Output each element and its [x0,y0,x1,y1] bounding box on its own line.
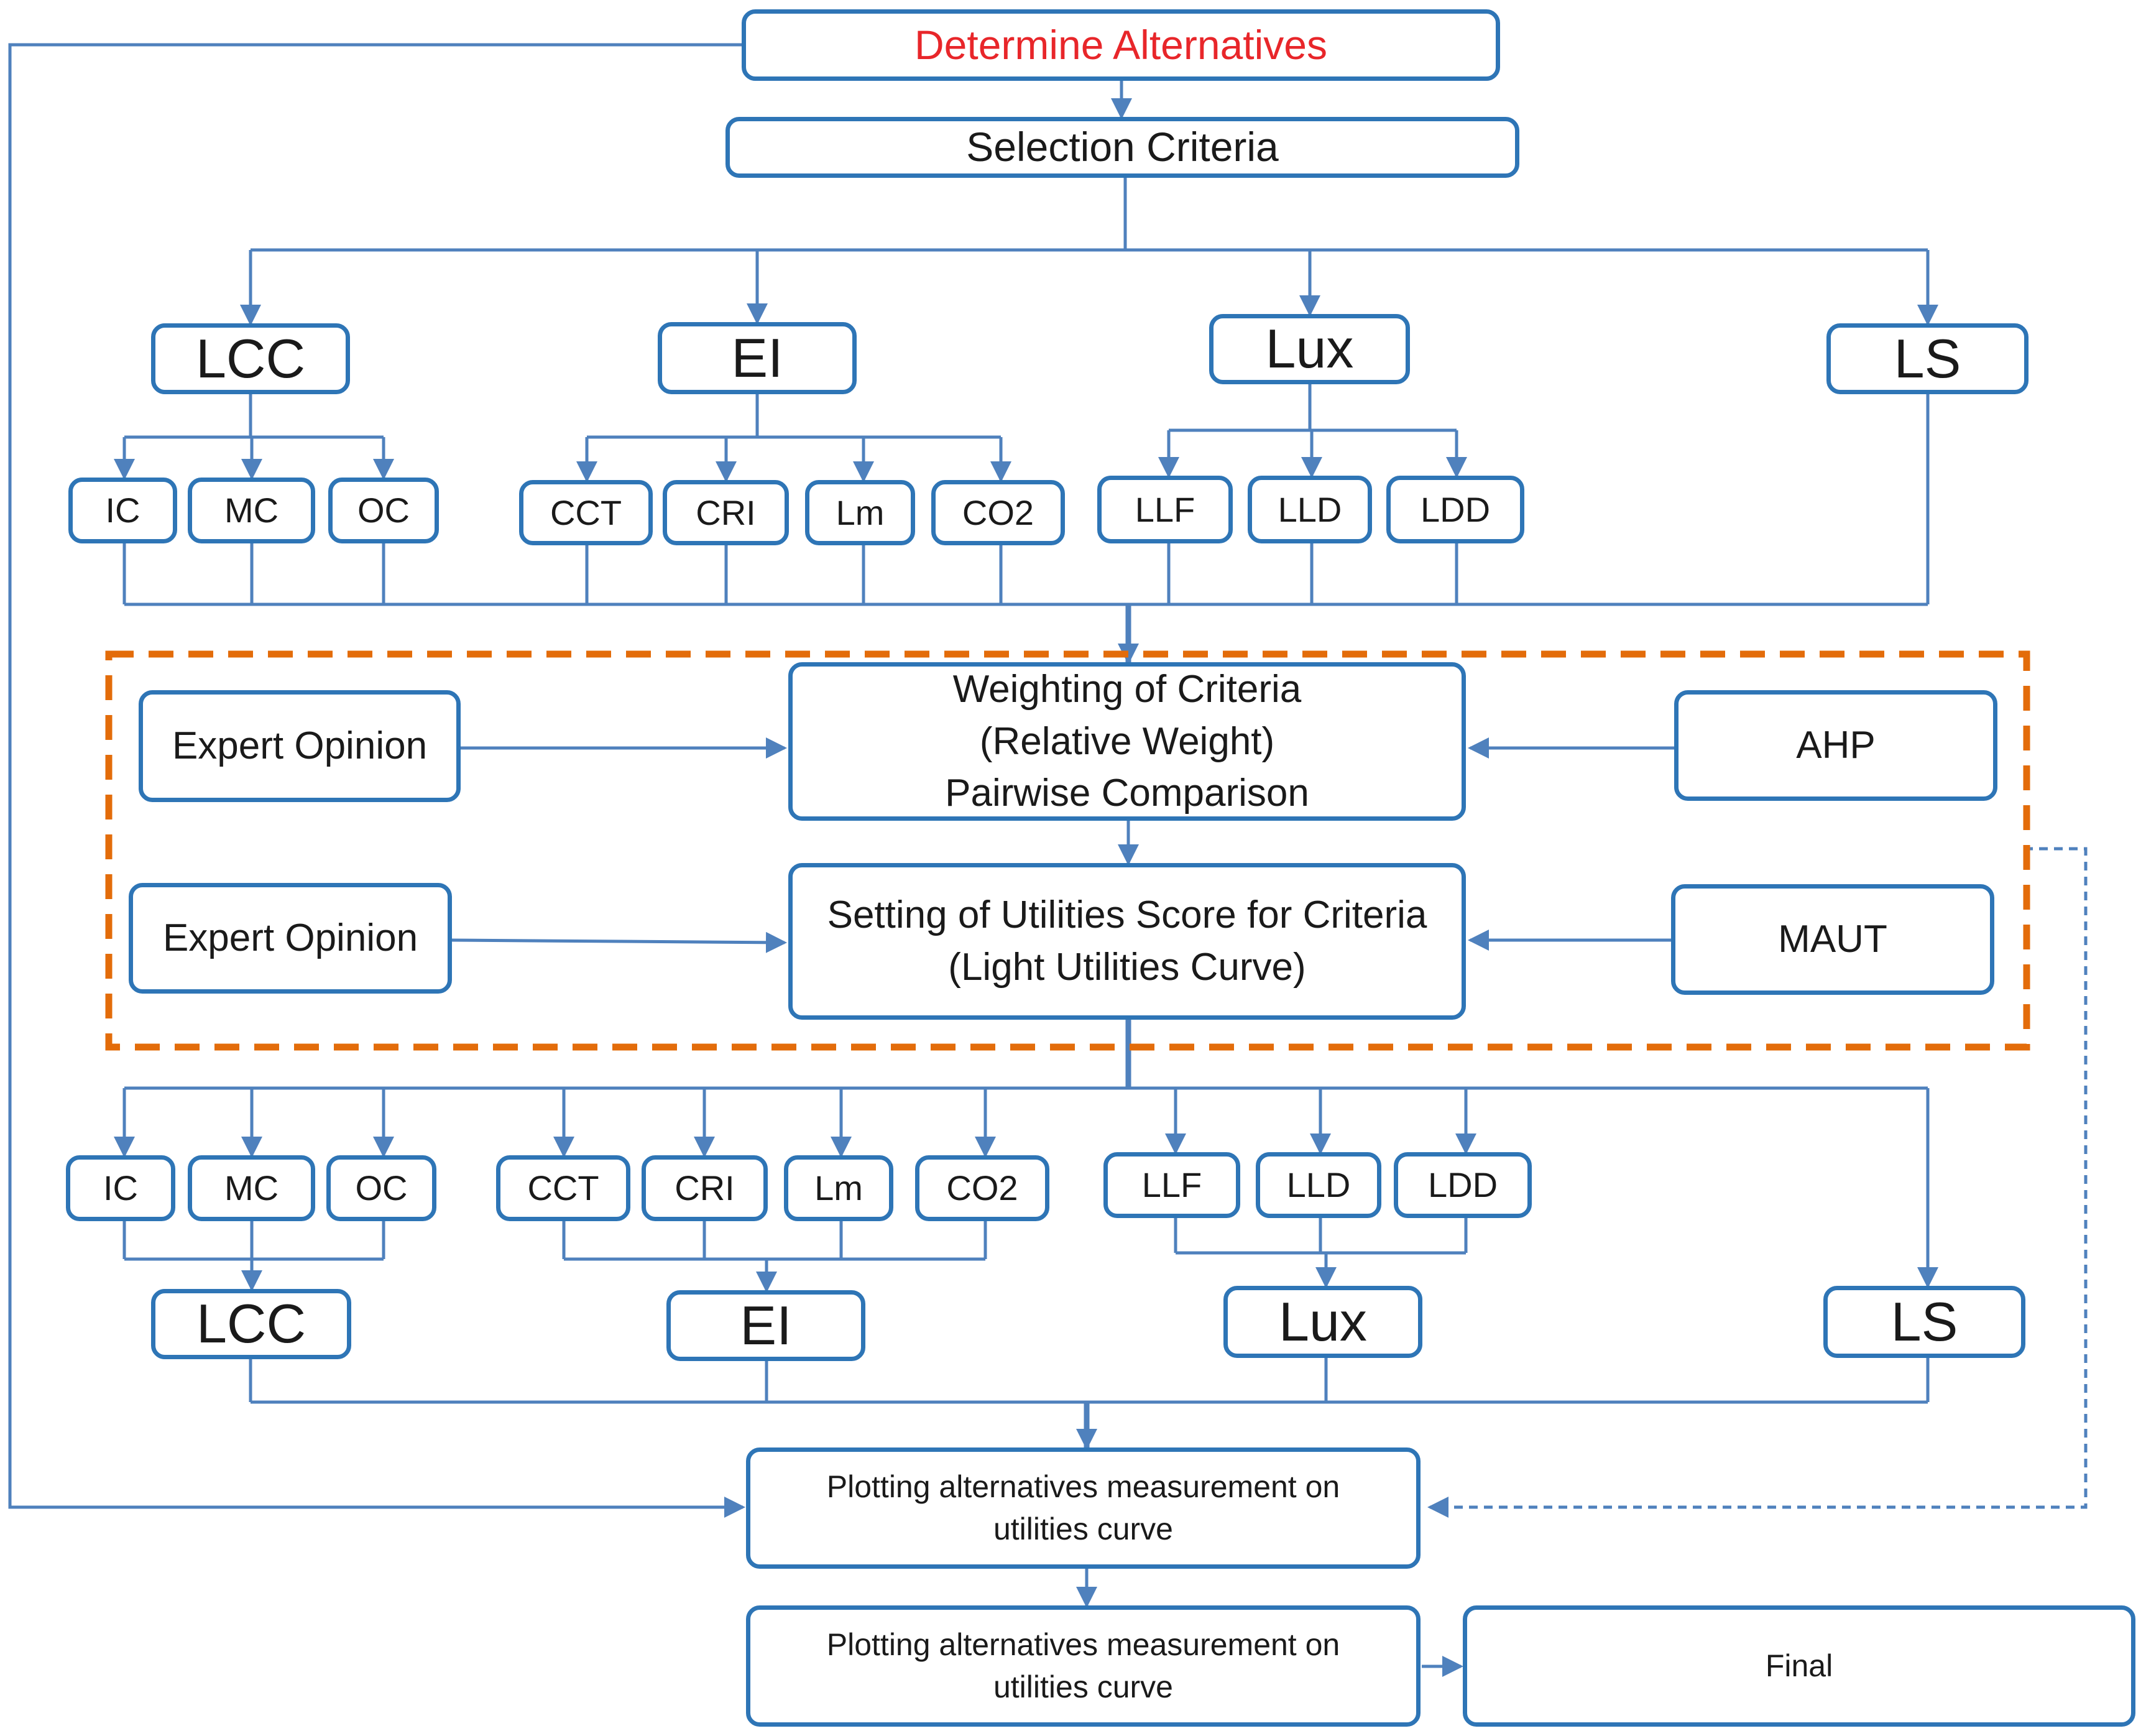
expert-opinion-label-2: Expert Opinion [162,916,418,960]
ldd-box-bottom: LDD [1394,1152,1532,1218]
lcc-box-bottom: LCC [151,1289,351,1359]
ls-label-top: LS [1894,327,1961,389]
co2-box-top: CO2 [931,480,1065,545]
co2-box-bottom: CO2 [915,1155,1049,1221]
lux-label-bottom: Lux [1279,1290,1367,1352]
weighting-of-criteria-label: Weighting of Criteria (Relative Weight) … [945,667,1309,815]
lld-label-top: LLD [1278,489,1342,529]
mc-label-top: MC [224,491,279,530]
lld-label-bottom: LLD [1286,1165,1351,1205]
ldd-box-top: LDD [1386,476,1524,543]
ldd-label-bottom: LDD [1427,1165,1498,1205]
co2-label-bottom: CO2 [946,1168,1018,1208]
lm-box-top: Lm [805,480,915,545]
ic-label-top: IC [105,491,140,530]
ahp-box: AHP [1674,690,1997,801]
lux-box-top: Lux [1209,314,1410,384]
determine-alternatives-box: Determine Alternatives [742,9,1500,81]
ic-box-top: IC [68,478,177,543]
final-label: Final [1765,1648,1833,1683]
lux-box-bottom: Lux [1223,1286,1422,1358]
lcc-label-top: LCC [195,327,306,389]
maut-label: MAUT [1778,918,1887,961]
ls-label-bottom: LS [1890,1290,1958,1352]
cct-box-bottom: CCT [496,1155,630,1221]
selection-criteria-label: Selection Criteria [966,124,1279,170]
cri-box-top: CRI [663,480,789,545]
mc-box-bottom: MC [188,1155,315,1221]
plotting-label-1: Plotting alternatives measurement on uti… [826,1469,1340,1546]
mc-label-bottom: MC [224,1168,279,1208]
lm-label-bottom: Lm [814,1168,863,1208]
lcc-label-bottom: LCC [196,1293,306,1355]
lm-label-top: Lm [836,492,885,532]
ic-label-bottom: IC [103,1168,138,1208]
determine-alternatives-label: Determine Alternatives [914,21,1327,68]
weighting-of-criteria-box: Weighting of Criteria (Relative Weight) … [788,662,1466,821]
ic-box-bottom: IC [66,1155,175,1221]
expert-opinion-label-1: Expert Opinion [172,724,428,768]
ls-box-top: LS [1826,323,2029,394]
expert-opinion-box-1: Expert Opinion [139,690,461,802]
oc-box-bottom: OC [326,1155,436,1221]
llf-label-top: LLF [1135,489,1195,529]
lld-box-top: LLD [1248,476,1372,543]
cri-label-bottom: CRI [675,1168,735,1208]
setting-of-utilities-label: Setting of Utilities Score for Criteria … [827,893,1427,989]
methods-group-border [105,650,2030,1051]
selection-criteria-box: Selection Criteria [725,117,1519,178]
cct-label-bottom: CCT [527,1168,599,1208]
plotting-box-2: Plotting alternatives measurement on uti… [746,1605,1421,1727]
ei-box-top: EI [658,322,857,394]
ei-box-bottom: EI [666,1290,865,1361]
lux-label-top: Lux [1265,318,1354,380]
oc-label-top: OC [357,491,410,530]
cct-label-top: CCT [550,492,622,532]
expert-opinion-box-2: Expert Opinion [129,883,452,994]
co2-label-top: CO2 [962,492,1034,532]
llf-box-top: LLF [1097,476,1233,543]
cri-label-top: CRI [696,492,756,532]
final-box: Final [1463,1605,2135,1727]
ahp-label: AHP [1796,724,1876,767]
ls-box-bottom: LS [1823,1286,2025,1358]
lm-box-bottom: Lm [784,1155,893,1221]
cri-box-bottom: CRI [642,1155,768,1221]
llf-box-bottom: LLF [1103,1152,1240,1218]
lcc-box-top: LCC [151,323,350,394]
oc-label-bottom: OC [355,1168,408,1208]
oc-box-top: OC [328,478,439,543]
maut-box: MAUT [1671,884,1994,995]
ei-label-top: EI [731,326,783,389]
setting-of-utilities-box: Setting of Utilities Score for Criteria … [788,863,1466,1020]
mc-box-top: MC [188,478,315,543]
ldd-label-top: LDD [1420,489,1491,529]
plotting-box-1: Plotting alternatives measurement on uti… [746,1447,1421,1569]
llf-label-bottom: LLF [1141,1165,1202,1205]
ei-label-bottom: EI [740,1294,792,1356]
cct-box-top: CCT [519,480,653,545]
lld-box-bottom: LLD [1256,1152,1381,1218]
plotting-label-2: Plotting alternatives measurement on uti… [826,1627,1340,1704]
